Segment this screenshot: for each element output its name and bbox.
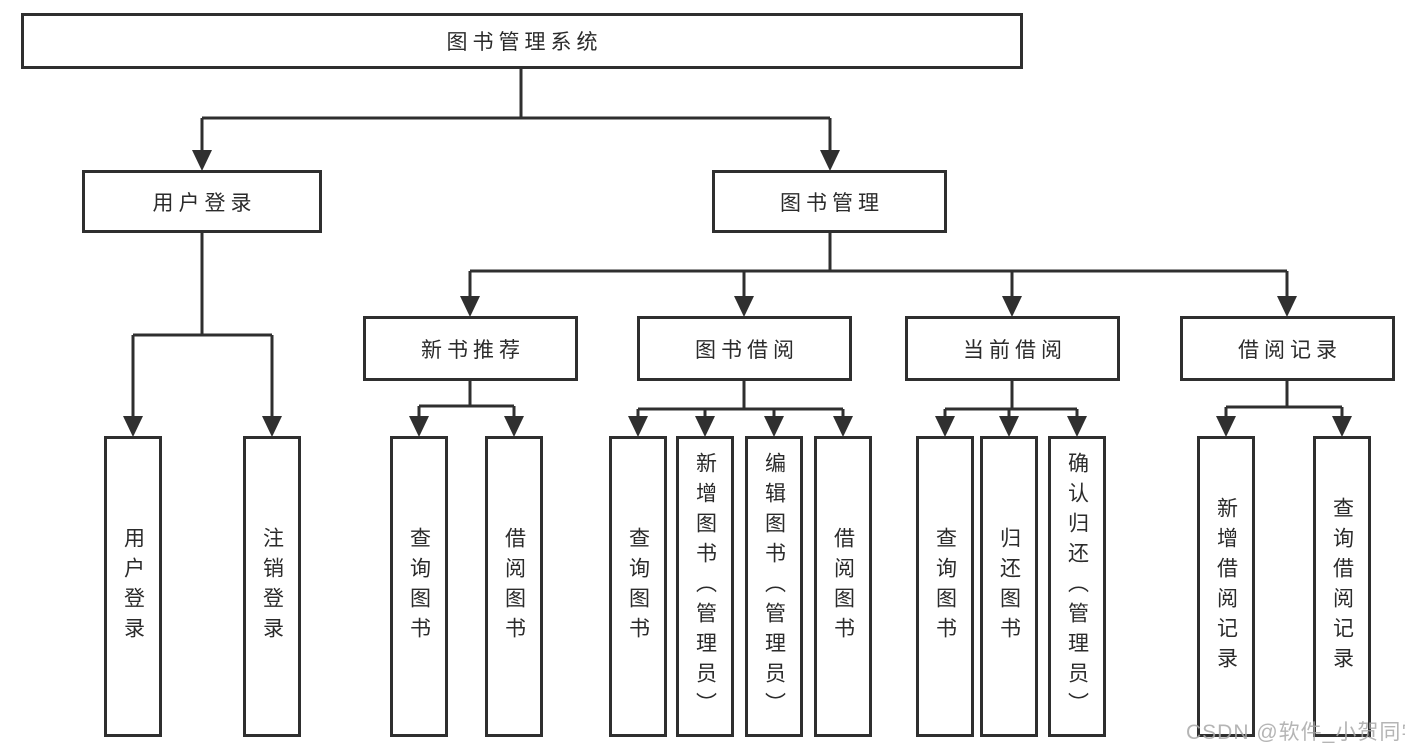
arrow-down-icon (504, 416, 524, 437)
leaf-label: 注销登录 (260, 526, 284, 647)
arrow-down-icon (820, 150, 840, 171)
arrow-down-icon (628, 416, 648, 437)
arrow-down-icon (262, 416, 282, 437)
node-current-borrowing: 当前借阅 (905, 316, 1120, 381)
leaf-label: 查询图书 (933, 526, 957, 647)
leaf-add-books-admin: 新增图书（管理员） (676, 436, 734, 737)
leaf-label: 编辑图书（管理员） (762, 451, 786, 722)
arrow-down-icon (1277, 296, 1297, 317)
leaf-query-books-1: 查询图书 (390, 436, 448, 737)
leaf-label: 查询图书 (407, 526, 431, 647)
leaf-label: 归还图书 (997, 526, 1021, 647)
leaf-add-borrow-record: 新增借阅记录 (1197, 436, 1255, 737)
leaf-label: 借阅图书 (831, 526, 855, 647)
leaf-query-books-2: 查询图书 (609, 436, 667, 737)
leaf-edit-books-admin: 编辑图书（管理员） (745, 436, 803, 737)
connector-bookmgmt-to-level3 (468, 233, 1289, 300)
arrow-down-icon (695, 416, 715, 437)
node-book-borrowing: 图书借阅 (637, 316, 852, 381)
leaf-label: 新增借阅记录 (1214, 496, 1238, 677)
leaf-borrow-books-2: 借阅图书 (814, 436, 872, 737)
arrow-down-icon (123, 416, 143, 437)
arrow-down-icon (734, 296, 754, 317)
leaf-logout: 注销登录 (243, 436, 301, 737)
connector-newbook-to-leaves (417, 381, 516, 420)
connector-root-to-level2 (200, 69, 832, 152)
leaf-confirm-return-admin: 确认归还（管理员） (1048, 436, 1106, 737)
connector-borrowrecord-to-leaves (1224, 381, 1344, 420)
arrow-down-icon (833, 416, 853, 437)
leaf-label: 确认归还（管理员） (1065, 451, 1089, 722)
leaf-return-books: 归还图书 (980, 436, 1038, 737)
arrow-down-icon (1002, 296, 1022, 317)
leaf-label: 用户登录 (121, 526, 145, 647)
leaf-label: 新增图书（管理员） (693, 451, 717, 722)
csdn-watermark: CSDN @软件_小贺同学 (1186, 721, 1405, 744)
arrow-down-icon (764, 416, 784, 437)
node-book-management: 图书管理 (712, 170, 947, 233)
node-library-system: 图书管理系统 (21, 13, 1023, 69)
node-new-book-recommend: 新书推荐 (363, 316, 578, 381)
leaf-user-login: 用户登录 (104, 436, 162, 737)
arrow-down-icon (1067, 416, 1087, 437)
leaf-query-borrow-record: 查询借阅记录 (1313, 436, 1371, 737)
arrow-down-icon (192, 150, 212, 171)
leaf-label: 查询借阅记录 (1330, 496, 1354, 677)
arrow-down-icon (460, 296, 480, 317)
connector-currentborrow-to-leaves (943, 381, 1079, 420)
arrow-down-icon (935, 416, 955, 437)
connector-userlogin-to-leaves (131, 233, 274, 420)
arrow-down-icon (1332, 416, 1352, 437)
arrow-down-icon (999, 416, 1019, 437)
leaf-borrow-books-1: 借阅图书 (485, 436, 543, 737)
arrow-down-icon (409, 416, 429, 437)
connector-bookborrow-to-leaves (636, 381, 845, 420)
node-user-login: 用户登录 (82, 170, 322, 233)
arrow-down-icon (1216, 416, 1236, 437)
leaf-label: 查询图书 (626, 526, 650, 647)
leaf-label: 借阅图书 (502, 526, 526, 647)
leaf-query-books-3: 查询图书 (916, 436, 974, 737)
node-borrowing-records: 借阅记录 (1180, 316, 1395, 381)
